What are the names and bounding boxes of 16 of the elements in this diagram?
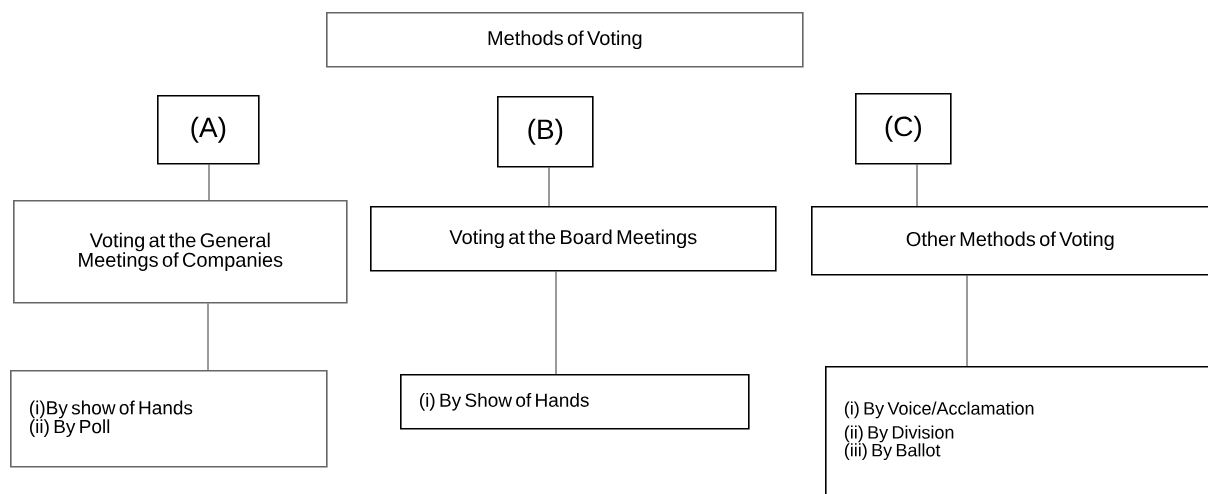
connector-line: [916, 164, 918, 207]
connector-line: [555, 271, 557, 375]
list-box: (i) By Show of Hands: [400, 374, 750, 430]
label-box: (C): [855, 93, 952, 165]
category-box: Other Methods of Voting: [811, 206, 1208, 276]
connector-line: [966, 275, 968, 367]
list-box: (i)By show of Hands (ii) By Poll: [10, 370, 328, 468]
category-box: Voting at the General Meetings of Companies: [13, 200, 348, 304]
connector-line: [548, 167, 550, 207]
label-box: (B): [497, 96, 594, 168]
label-box: (A): [157, 95, 260, 165]
connector-line: [207, 303, 209, 371]
connector-line: [208, 164, 210, 201]
title-box: Methods of Voting: [326, 12, 804, 68]
category-box: Voting at the Board Meetings: [370, 206, 777, 272]
list-box: (i) By Voice/Acclamation (ii) By Division (iii) By Ballot: [825, 366, 1208, 494]
